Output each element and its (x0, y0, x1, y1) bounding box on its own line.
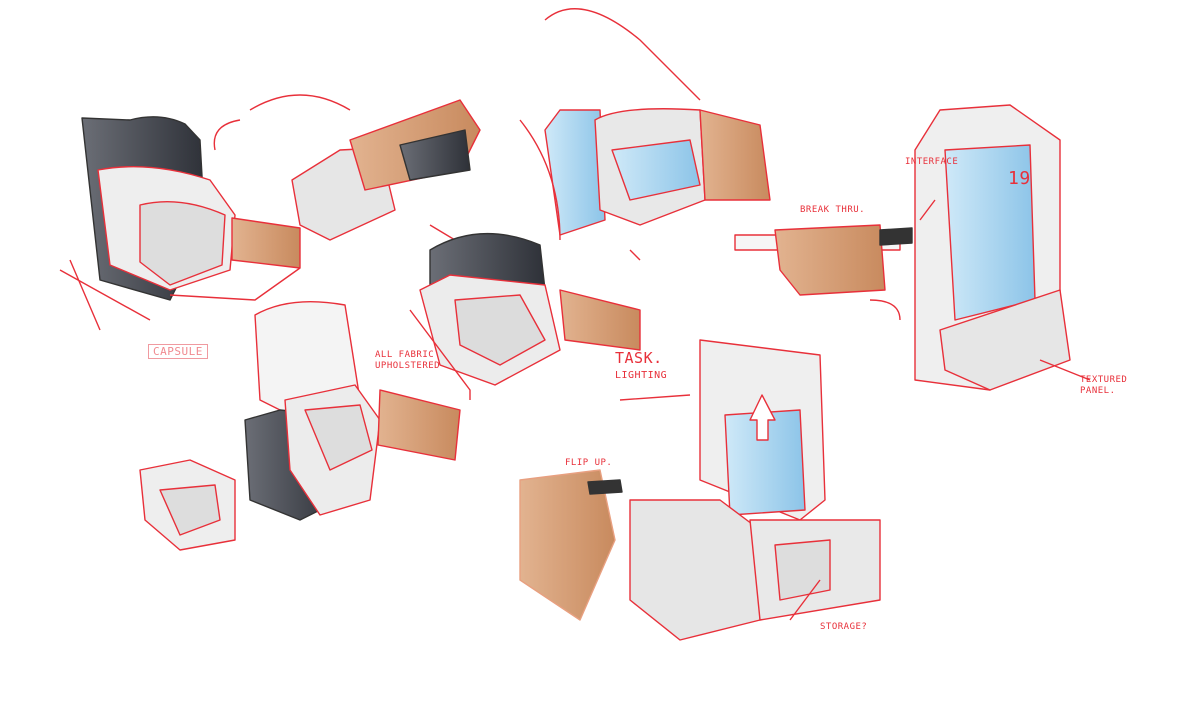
label-fabric-line2: UPHOLSTERED (375, 361, 441, 371)
label-interface: INTERFACE (905, 157, 959, 167)
label-textured-line1: TEXTURED (1080, 375, 1128, 385)
label-fabric-upholstered: ALL FABRIC UPHOLSTERED (375, 350, 440, 372)
sketch-dark-shell-seat (409, 232, 641, 400)
label-storage: STORAGE? (820, 622, 868, 632)
sketch-seat-19 (734, 104, 1091, 391)
label-break-thru: BREAK THRU. (800, 205, 866, 215)
label-capsule: CAPSULE (148, 344, 208, 359)
sketch-fabric-seat (139, 301, 461, 551)
sketch-capsule-seat (59, 116, 301, 331)
label-seat-number: 19 (1008, 168, 1031, 189)
label-task-lighting: TASK. LIGHTING (615, 350, 667, 384)
sketch-flip-up-seat (519, 339, 881, 641)
label-fabric-line1: ALL FABRIC (375, 350, 435, 360)
label-textured-panel: TEXTURED PANEL. (1080, 375, 1127, 397)
sketch-glass-enclosure (519, 8, 771, 261)
label-task-line1: TASK. (615, 349, 663, 367)
label-flip-up: FLIP UP. (565, 458, 613, 468)
sketch-desk-seat (213, 94, 481, 256)
label-textured-line2: PANEL. (1080, 386, 1116, 396)
label-task-line2: LIGHTING (615, 370, 668, 381)
